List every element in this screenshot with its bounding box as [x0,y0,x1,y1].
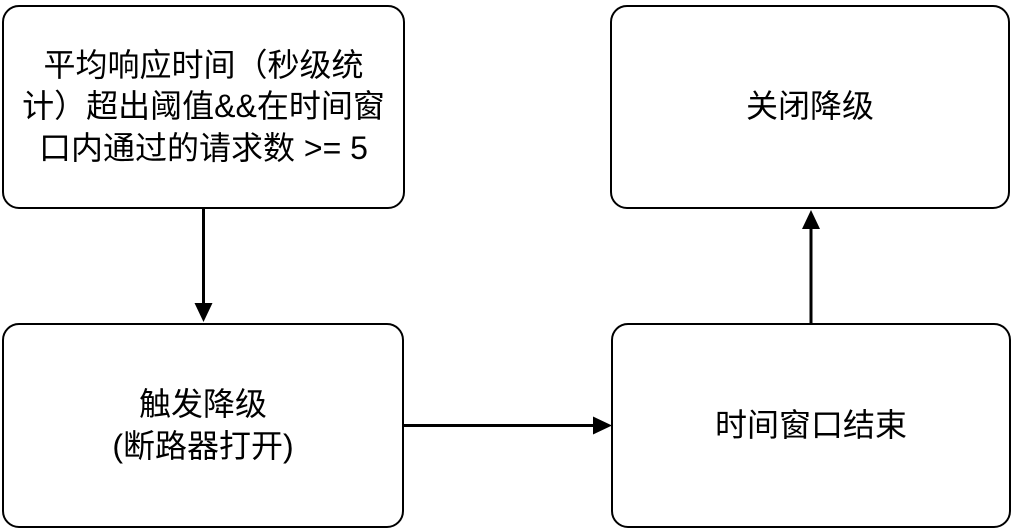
node-close-degrade-label: 关闭降级 [745,88,874,125]
arrow-window-end-to-close-icon [802,210,820,323]
arrow-trigger-to-window-end-icon [404,416,612,435]
node-trigger-degrade: 触发降级 (断路器打开) [2,323,404,528]
node-condition-label: 平均响应时间（秒级统 计）超出阈值&&在时间窗 口内通过的请求数 >= 5 [22,46,385,166]
node-time-window-end-label: 时间窗口结束 [714,406,907,443]
node-close-degrade: 关闭降级 [610,5,1010,209]
arrow-condition-to-trigger-icon [194,209,213,322]
node-trigger-degrade-label: 触发降级 (断路器打开) [112,385,294,464]
node-condition: 平均响应时间（秒级统 计）超出阈值&&在时间窗 口内通过的请求数 >= 5 [2,5,405,209]
node-time-window-end: 时间窗口结束 [611,323,1011,528]
